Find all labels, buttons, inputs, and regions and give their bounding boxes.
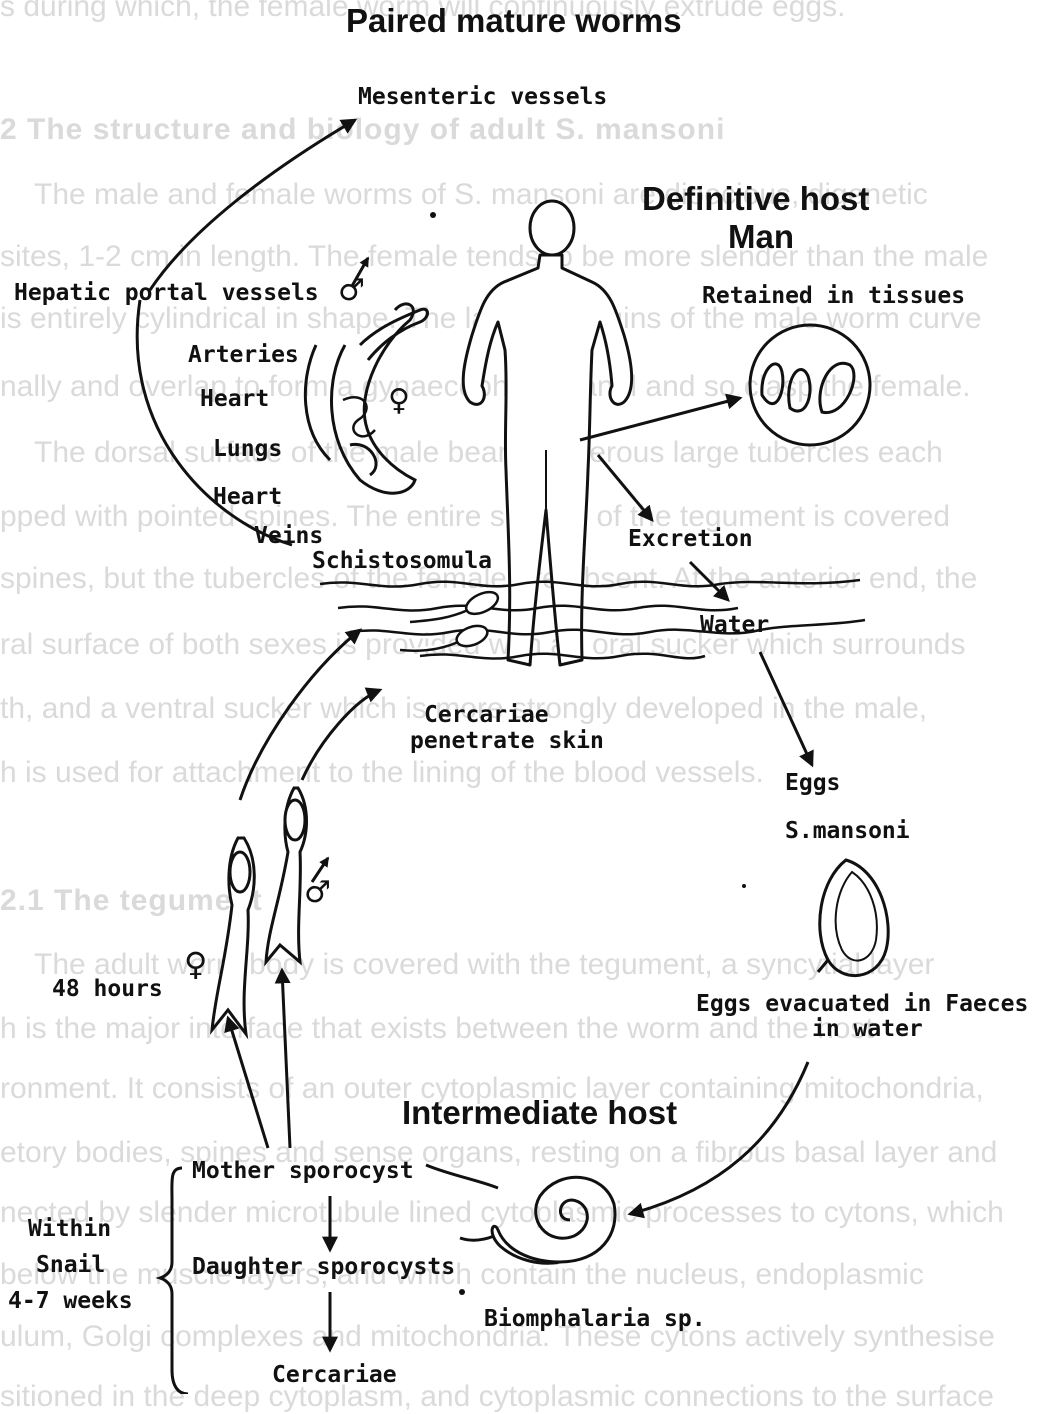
- tissue-eggs-circle: [750, 325, 870, 445]
- heading-definitive-host: Definitive host: [642, 182, 869, 217]
- water-waves: [320, 580, 865, 659]
- worm-curve-left: [305, 345, 330, 460]
- label-4-7-weeks: 4-7 weeks: [8, 1290, 133, 1313]
- dot-mark: [430, 212, 436, 218]
- label-biomphalaria: Biomphalaria sp.: [484, 1308, 706, 1331]
- label-arteries: Arteries: [188, 344, 299, 367]
- faeces-to-snail-arrow: [630, 1062, 808, 1214]
- label-s-mansoni: S.mansoni: [785, 820, 910, 843]
- hepatic-to-mesenteric-arrow: [150, 120, 355, 290]
- cercaria: [400, 588, 501, 651]
- retained-arrow: [580, 398, 740, 440]
- female-symbol-icon: ♀: [184, 948, 207, 980]
- schistosomula-bodies: [212, 788, 307, 1034]
- label-daughter-sporocysts: Daughter sporocysts: [192, 1256, 455, 1279]
- cercariae-rise-arrow-left: [240, 630, 360, 800]
- heading-man: Man: [728, 220, 794, 255]
- label-penetrate-skin: penetrate skin: [410, 730, 604, 753]
- label-hepatic-portal-vessels: Hepatic portal vessels: [14, 282, 319, 305]
- dot-mark: [459, 1289, 465, 1295]
- label-in-water: in water: [812, 1018, 923, 1041]
- adult-worm-pair: [331, 304, 427, 493]
- label-heart-upper: Heart: [200, 388, 269, 411]
- label-eggs: Eggs: [785, 772, 840, 795]
- label-veins: Veins: [254, 525, 323, 548]
- label-cercariae: Cercariae: [424, 704, 549, 727]
- label-retained-in-tissues: Retained in tissues: [702, 285, 965, 308]
- label-lungs: Lungs: [213, 438, 282, 461]
- male-symbol-icon: ♂: [338, 276, 365, 306]
- label-snail: Snail: [36, 1254, 105, 1277]
- excretion-arrow: [598, 455, 652, 520]
- label-eggs-evacuated: Eggs evacuated in Faeces: [696, 993, 1028, 1016]
- heading-paired-mature-worms: Paired mature worms: [346, 4, 682, 39]
- mother-to-cercariae-arrow-right: [282, 970, 290, 1148]
- egg-drawing: [818, 860, 888, 976]
- water-to-eggs-arrow: [760, 652, 812, 765]
- female-symbol-icon: ♀: [388, 386, 410, 416]
- within-snail-brace: [160, 1168, 188, 1394]
- excretion-to-water-arrow: [690, 562, 728, 600]
- male-symbol-icon: ♂: [304, 878, 331, 908]
- label-schistosomula: Schistosomula: [312, 550, 492, 573]
- label-water: Water: [700, 614, 769, 637]
- heading-intermediate-host: Intermediate host: [402, 1096, 677, 1131]
- cercariae-rise-arrow-right: [302, 690, 380, 780]
- label-cercariae-bottom: Cercariae: [272, 1364, 397, 1387]
- label-mesenteric-vessels: Mesenteric vessels: [358, 86, 607, 109]
- mother-to-cercariae-arrow-left: [228, 1018, 268, 1148]
- snail-shell: [426, 1165, 615, 1263]
- label-within: Within: [28, 1218, 111, 1241]
- label-mother-sporocyst: Mother sporocyst: [192, 1160, 414, 1183]
- label-48-hours: 48 hours: [52, 978, 163, 1001]
- label-heart-lower: Heart: [213, 486, 282, 509]
- label-excretion: Excretion: [628, 528, 753, 551]
- dot-mark: [742, 884, 746, 888]
